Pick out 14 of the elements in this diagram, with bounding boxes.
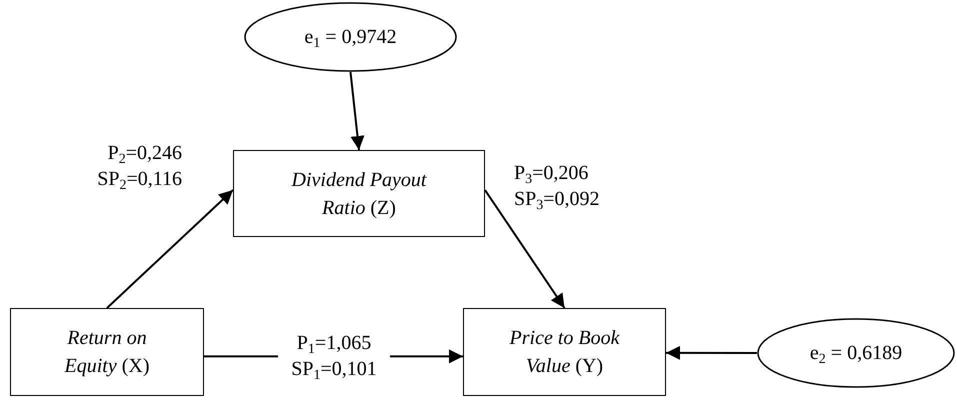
variable-box [10, 308, 204, 396]
arrow [666, 346, 757, 360]
variable-label: e$_{1}$ = 0,9742 [304, 25, 397, 51]
variable-label: Dividend Payout Ratio (Z) [290, 168, 428, 220]
variable-label: Return on Equity (X) [63, 326, 150, 379]
variable-box [463, 308, 666, 396]
variable-box [233, 150, 485, 237]
arrow [350, 72, 364, 150]
error-ellipse [757, 318, 955, 388]
variable-label: Price to Book Value (Y) [508, 326, 621, 379]
variable-label: e$_{2}$ = 0,6189 [810, 341, 902, 367]
error-ellipse [244, 2, 457, 72]
arrow [484, 189, 566, 309]
arrow [106, 189, 234, 309]
